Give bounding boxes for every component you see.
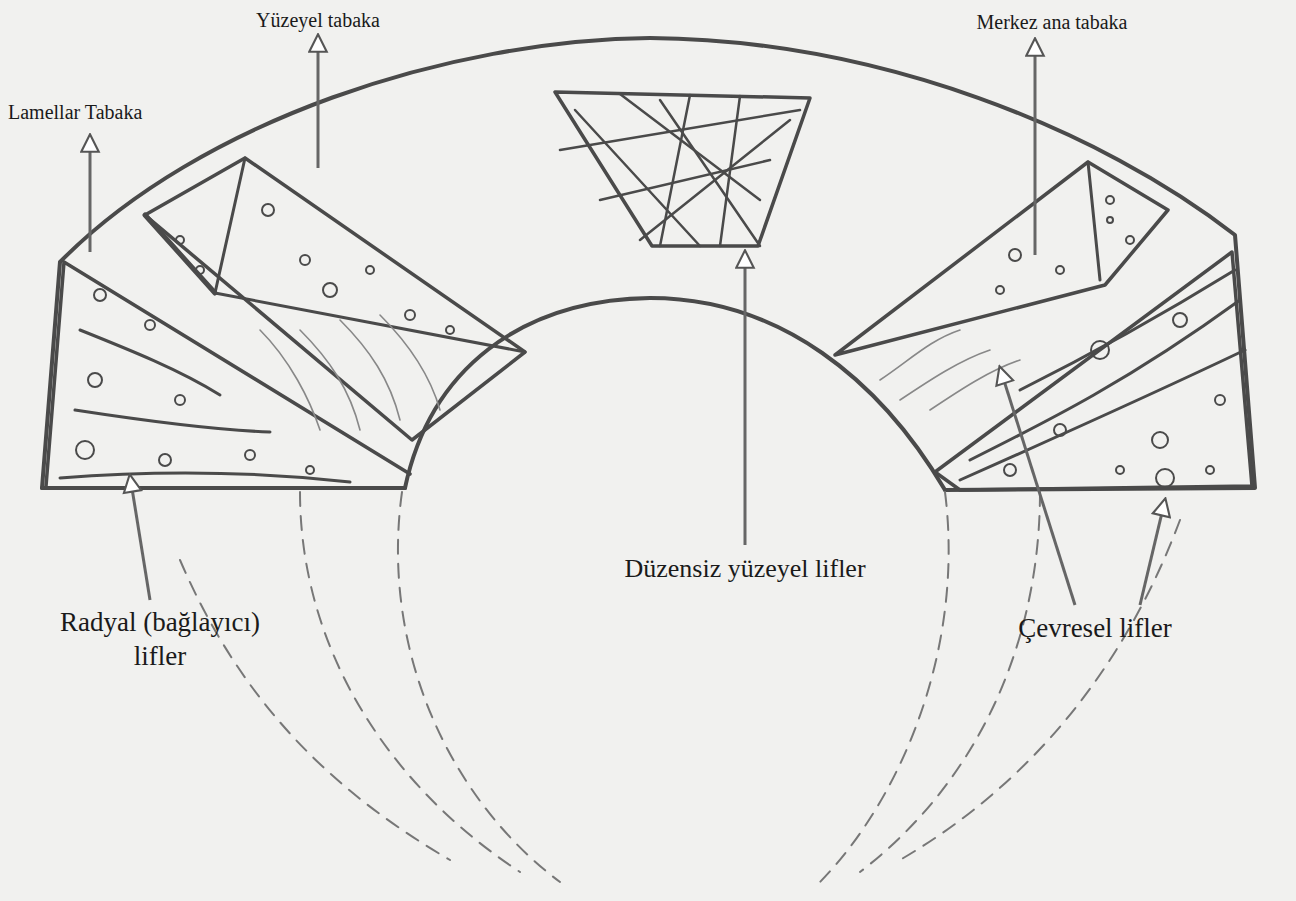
- label-text: Lamellar Tabaka: [8, 101, 142, 123]
- part-label: Düzensiz yüzeyel lifler: [535, 553, 955, 586]
- label-text: Yüzeyel tabaka: [256, 9, 380, 31]
- label-text: Merkez ana tabaka: [976, 11, 1127, 33]
- part-label: Çevresel lifler: [965, 612, 1225, 646]
- label-text: Düzensiz yüzeyel lifler: [624, 554, 865, 583]
- part-label: Lamellar Tabaka: [8, 100, 208, 125]
- part-label: Yüzeyel tabaka: [208, 8, 428, 33]
- part-label: Radyal (bağlayıcı) lifler: [53, 606, 268, 674]
- label-text: Radyal (bağlayıcı) lifler: [60, 607, 260, 671]
- part-label: Merkez ana tabaka: [932, 10, 1172, 35]
- label-text: Çevresel lifler: [1018, 613, 1172, 643]
